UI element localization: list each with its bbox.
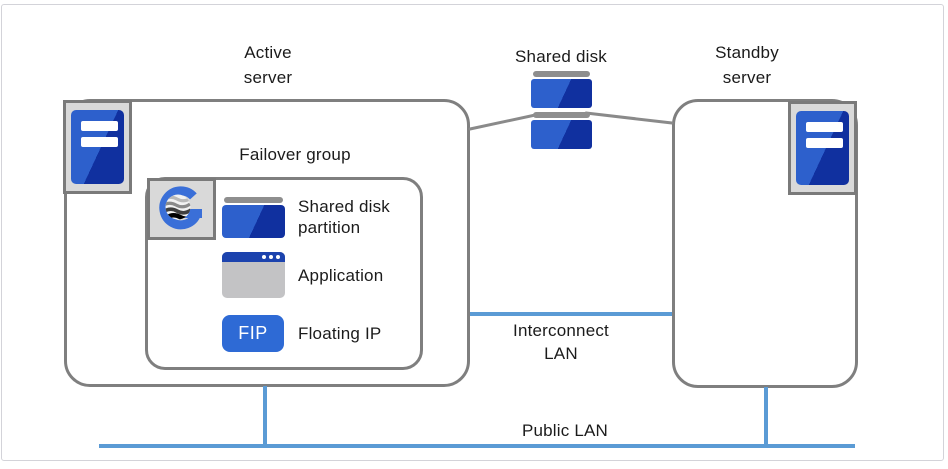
standby-server-icon [788, 101, 857, 195]
application-label: Application [298, 266, 384, 285]
floating-ip-label: Floating IP [298, 324, 382, 343]
application-window-icon [222, 252, 285, 298]
server-tower-icon [71, 110, 124, 184]
window-dots-icon [262, 255, 280, 259]
failover-group-label: Failover group [239, 145, 351, 164]
cluster-logo-icon [147, 178, 216, 240]
disk-partition-label: Shared disk partition [298, 197, 390, 237]
active-server-label: Active server [243, 43, 293, 87]
floating-ip-badge: FIP [222, 315, 284, 352]
disk-partition-icon [222, 197, 285, 238]
diagram-border [1, 4, 944, 461]
shared-disk-label: Shared disk [515, 47, 607, 66]
public-lan-label: Public LAN [521, 421, 609, 440]
active-server-icon [63, 100, 132, 194]
shared-disk-icon [531, 71, 592, 150]
server-tower-icon [796, 111, 849, 185]
cluster-g-glyph [158, 186, 202, 230]
standby-server-label: Standby server [715, 43, 779, 87]
interconnect-lan-label: Interconnect LAN [513, 321, 609, 363]
